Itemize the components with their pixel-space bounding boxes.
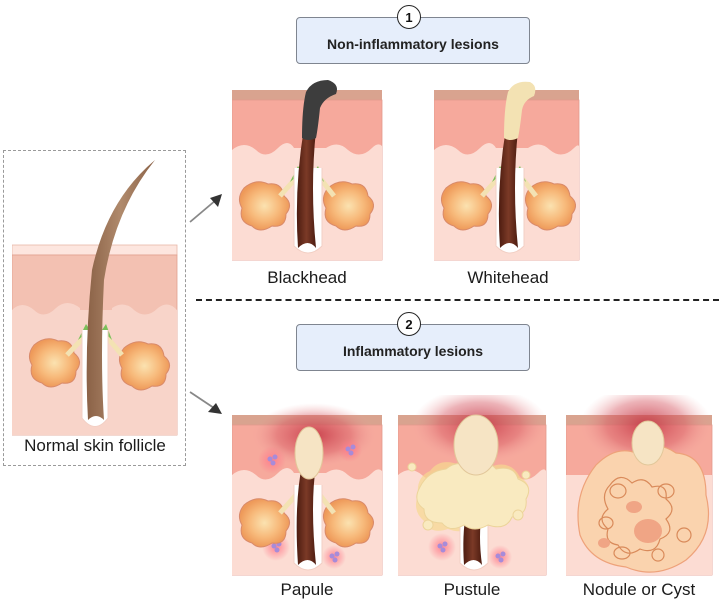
sebaceous-gland-left — [28, 338, 80, 388]
papule-label: Papule — [280, 580, 334, 599]
nodule-label: Nodule or Cyst — [582, 580, 696, 599]
whitehead-label: Whitehead — [467, 268, 549, 287]
papule-plug — [294, 426, 324, 480]
section-number-badge: 2 — [397, 312, 421, 336]
section-divider — [196, 299, 719, 301]
section-title: Non-inflammatory lesions — [327, 35, 499, 52]
arrow-to-inflammatory — [189, 391, 222, 414]
pustule-illustration — [398, 395, 548, 576]
normal-follicle-label: Normal skin follicle — [24, 436, 166, 455]
blackhead-illustration — [232, 80, 383, 261]
sebaceous-gland-right — [118, 341, 170, 391]
arrow-to-noninflammatory — [189, 194, 222, 223]
whitehead-illustration — [434, 81, 580, 261]
nodule-cyst — [577, 445, 710, 573]
section-number-badge: 1 — [397, 5, 421, 29]
pustule-label: Pustule — [443, 580, 501, 599]
papule-illustration — [232, 403, 383, 576]
normal-follicle-illustration — [12, 160, 178, 436]
whitehead-plug — [504, 81, 536, 140]
nodule-illustration — [566, 395, 713, 576]
blackhead-label: Blackhead — [267, 268, 347, 287]
hair-shaft — [86, 160, 155, 420]
blackhead-plug — [302, 80, 337, 140]
section-title: Inflammatory lesions — [342, 342, 484, 359]
